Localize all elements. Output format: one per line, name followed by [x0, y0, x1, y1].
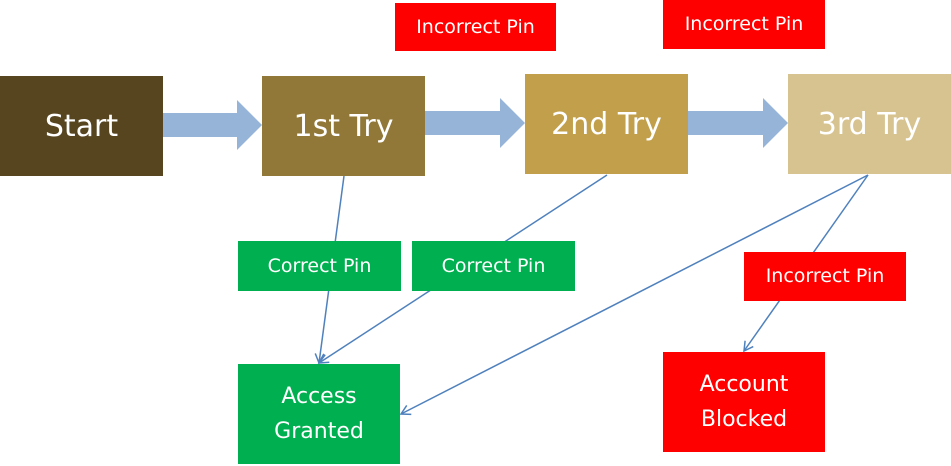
outcome-access-granted-label: Access Granted: [274, 384, 364, 444]
stage-start-label: Start: [44, 108, 119, 144]
stage-try-2-label: 2nd Try: [551, 106, 662, 142]
incorrect-pin-label-1: Incorrect Pin: [395, 3, 556, 51]
stage-start: Start: [0, 76, 163, 176]
arrow-try1-to-try2: [425, 98, 525, 148]
stage-try-1-label: 1st Try: [293, 108, 394, 144]
arrow-start-to-try1: [163, 100, 262, 150]
correct-pin-label-2: Correct Pin: [412, 241, 575, 291]
outcome-access-granted: Access Granted: [238, 364, 400, 464]
stage-try-3-label: 3rd Try: [817, 106, 922, 142]
stage-try-3: 3rd Try: [788, 74, 951, 174]
connector-try3-to-access: [399, 174, 869, 416]
arrow-try2-to-try3: [688, 98, 788, 148]
stage-try-1: 1st Try: [262, 76, 425, 176]
correct-pin-label-1: Correct Pin: [238, 241, 401, 291]
outcome-account-blocked-label: Account Blocked: [699, 372, 789, 432]
incorrect-pin-label-2: Incorrect Pin: [663, 0, 825, 49]
stage-try-2: 2nd Try: [525, 74, 688, 174]
outcome-account-blocked: Account Blocked: [663, 352, 825, 452]
incorrect-pin-label-3: Incorrect Pin: [744, 252, 906, 301]
